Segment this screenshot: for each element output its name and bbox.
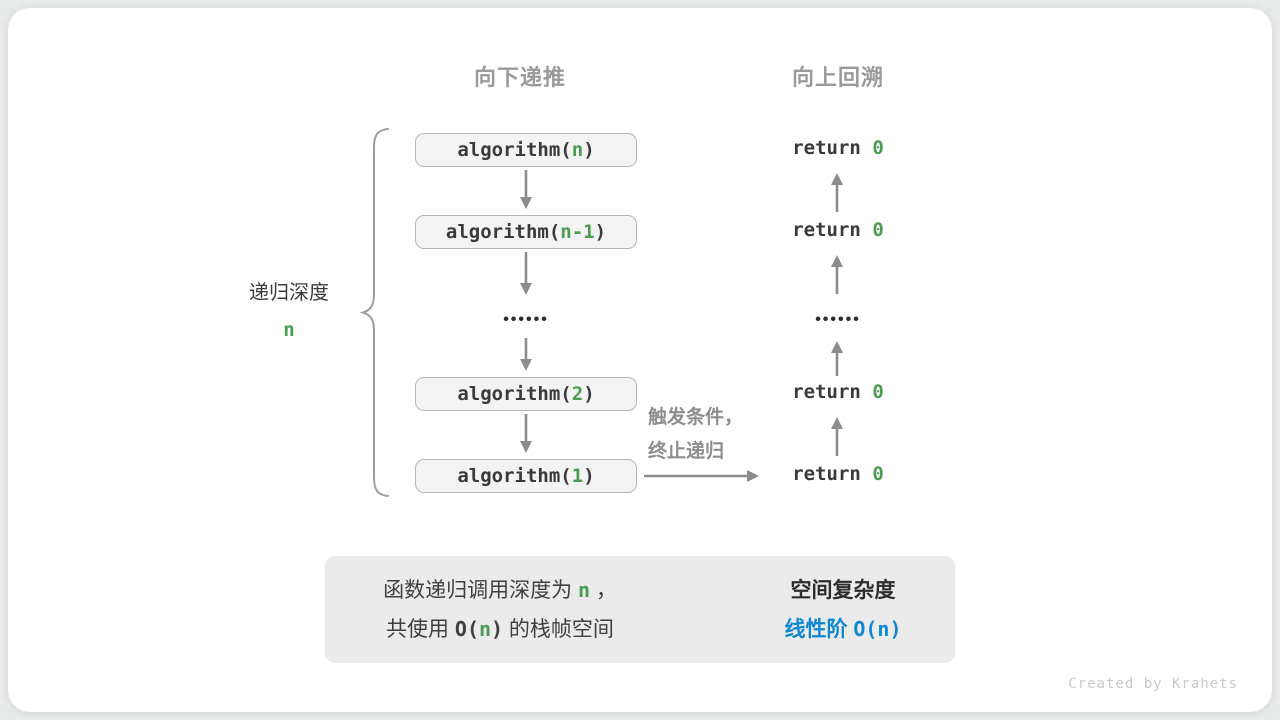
- watermark-credit: Created by Krahets: [1068, 676, 1238, 692]
- return-keyword: return: [792, 463, 873, 485]
- call-box-arg: 2: [571, 383, 584, 405]
- summary-explanation: 函数递归调用深度为 n ， 共使用 O(n) 的栈帧空间: [340, 556, 660, 663]
- summary-big-o: ): [491, 616, 504, 641]
- call-box-text: algorithm(: [457, 139, 572, 161]
- return-value: 0: [872, 381, 884, 403]
- call-box-algorithm-2: algorithm(2): [415, 377, 637, 411]
- summary-panel: [325, 556, 955, 663]
- call-box-algorithm-n-1: algorithm(n-1): [415, 215, 637, 249]
- summary-conclusion: 空间复杂度 线性阶 O(n): [748, 556, 938, 663]
- return-row-1: return 0: [773, 137, 903, 163]
- summary-text: 的栈帧空间: [503, 617, 614, 641]
- call-box-text: ): [594, 221, 607, 243]
- summary-text: ，: [590, 578, 617, 602]
- call-box-arg: n: [571, 139, 584, 161]
- terminate-note-line2: 终止递归: [648, 441, 725, 462]
- return-row-2: return 0: [773, 219, 903, 245]
- return-keyword: return: [792, 219, 873, 241]
- space-complexity-order: 线性阶: [784, 617, 854, 641]
- space-complexity-title: 空间复杂度: [790, 578, 896, 602]
- call-box-arg: n-1: [560, 221, 595, 243]
- summary-var-n: n: [577, 577, 591, 602]
- terminate-recursion-note: 触发条件， 终止递归: [648, 401, 743, 469]
- summary-text: 函数递归调用深度为: [383, 578, 578, 602]
- return-value: 0: [872, 463, 884, 485]
- return-keyword: return: [792, 381, 873, 403]
- call-box-text: ): [583, 139, 595, 161]
- call-box-text: algorithm(: [457, 465, 572, 487]
- recursion-depth-value: n: [283, 319, 295, 341]
- call-box-algorithm-1: algorithm(1): [415, 459, 637, 493]
- call-box-text: ): [583, 383, 595, 405]
- call-box-text: algorithm(: [457, 383, 572, 405]
- ellipsis-left: ••••••: [503, 311, 549, 328]
- return-value: 0: [872, 219, 884, 241]
- terminate-note-line1: 触发条件，: [648, 407, 744, 428]
- summary-text: 共使用: [386, 617, 455, 641]
- call-box-arg: 1: [571, 465, 584, 487]
- summary-line-1: 函数递归调用深度为 n ，: [383, 571, 617, 610]
- summary-var-n: n: [479, 616, 492, 641]
- return-value: 0: [872, 137, 884, 159]
- summary-big-o: O(: [454, 616, 479, 641]
- call-box-algorithm-n: algorithm(n): [415, 133, 637, 167]
- return-row-3: return 0: [773, 381, 903, 407]
- header-downward-recursion: 向下递推: [473, 65, 566, 90]
- call-box-text: ): [583, 465, 595, 487]
- return-row-4: return 0: [773, 463, 903, 489]
- space-complexity-result: 线性阶 O(n): [784, 610, 901, 649]
- call-box-text: algorithm(: [445, 221, 561, 243]
- recursion-depth-text: 递归深度: [249, 282, 329, 304]
- header-upward-backtracking: 向上回溯: [791, 65, 884, 90]
- summary-line-2: 共使用 O(n) 的栈帧空间: [386, 610, 614, 649]
- ellipsis-right: ••••••: [815, 311, 861, 328]
- return-keyword: return: [792, 137, 873, 159]
- recursion-depth-label: 递归深度 n: [204, 280, 374, 343]
- space-complexity-notation: O(n): [853, 616, 902, 641]
